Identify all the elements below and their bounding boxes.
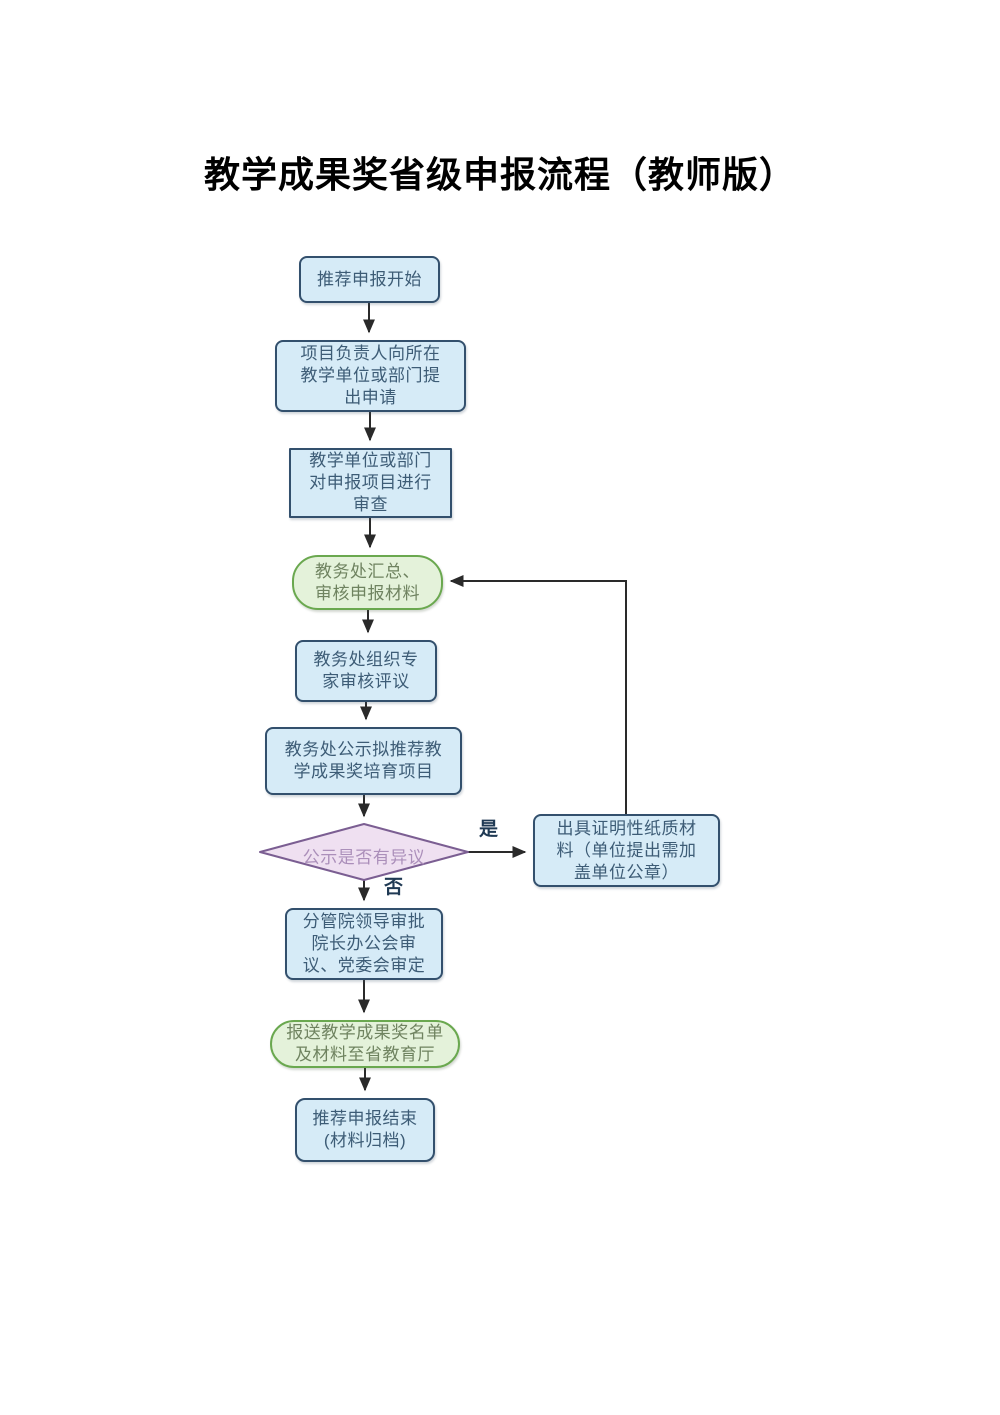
node-leader-approve: 分管院领导审批 院长办公会审 议、党委会审定 bbox=[285, 908, 443, 980]
node-expert-review: 教务处组织专 家审核评议 bbox=[295, 640, 437, 702]
node-apply: 项目负责人向所在 教学单位或部门提 出申请 bbox=[275, 340, 466, 412]
node-publicize: 教务处公示拟推荐教 学成果奖培育项目 bbox=[265, 727, 462, 795]
node-start: 推荐申报开始 bbox=[299, 256, 440, 303]
decision-diamond-shape bbox=[259, 823, 469, 881]
node-decision-label: 公示是否有异议 bbox=[302, 848, 426, 867]
branch-label-no: 否 bbox=[384, 877, 404, 898]
branch-label-yes: 是 bbox=[479, 819, 499, 840]
node-unit-review: 教学单位或部门 对申报项目进行 审查 bbox=[289, 448, 452, 518]
node-paper-proof: 出具证明性纸质材 料（单位提出需加 盖单位公章） bbox=[533, 814, 720, 887]
node-end: 推荐申报结束 (材料归档) bbox=[295, 1098, 435, 1162]
node-aa-collect: 教务处汇总、 审核申报材料 bbox=[292, 555, 443, 610]
node-submit-province: 报送教学成果奖名单 及材料至省教育厅 bbox=[270, 1020, 460, 1068]
page-title: 教学成果奖省级申报流程（教师版） bbox=[203, 155, 796, 195]
edge-paper-feedback bbox=[449, 575, 627, 814]
